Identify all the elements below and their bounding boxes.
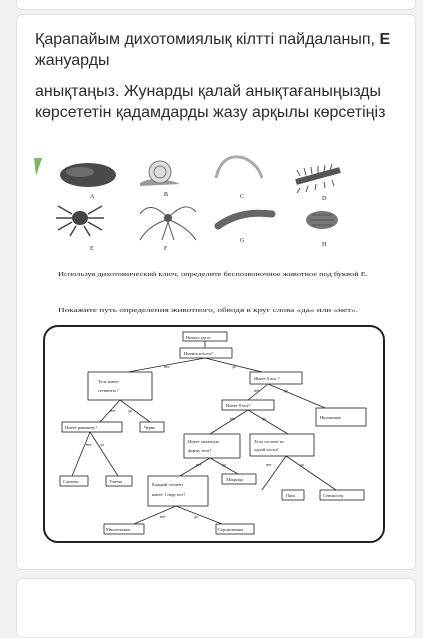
key-boxes bbox=[59, 331, 367, 535]
svg-text:нет: нет bbox=[196, 462, 202, 467]
node-one-part-2: одной части? bbox=[254, 447, 279, 452]
label-d: D bbox=[322, 196, 327, 202]
question-line-1: Қарапайым дихотомиялық кілтті пайдаланып… bbox=[35, 31, 391, 69]
animal-spider-illustration bbox=[56, 205, 104, 237]
key-frame bbox=[43, 325, 385, 543]
svg-text:да: да bbox=[262, 416, 266, 421]
leaf-harvestman: Сенокосец bbox=[323, 493, 344, 498]
question-line-2: анықтаңыз. Жунарды қалай анықтағаныңызды… bbox=[35, 83, 386, 121]
label-h: H bbox=[322, 242, 327, 248]
instruction-1: Используя дихотомический ключ, определит… bbox=[58, 271, 369, 278]
svg-text:да: да bbox=[300, 462, 304, 467]
svg-text:нет: нет bbox=[160, 514, 166, 519]
label-a: A bbox=[90, 194, 95, 200]
key-connectors bbox=[71, 341, 337, 525]
animal-centipede-illustration bbox=[295, 163, 341, 194]
animal-snail-illustration bbox=[140, 160, 180, 186]
svg-text:да: да bbox=[284, 388, 288, 393]
label-g: G bbox=[240, 238, 245, 244]
svg-text:нет: нет bbox=[86, 442, 92, 447]
node-pair-legs-2: имеет 1 пару ног? bbox=[152, 492, 185, 497]
animal-harvestman-illustration bbox=[139, 206, 197, 241]
leaf-millipede: Многоножка bbox=[106, 527, 130, 532]
label-b: B bbox=[164, 192, 168, 198]
svg-text:да: да bbox=[128, 408, 132, 413]
svg-text:нет: нет bbox=[110, 408, 116, 413]
green-marker bbox=[34, 158, 42, 176]
node-segments-2: сегменты ? bbox=[98, 388, 119, 393]
key-labels: Начало здесь Имеются ноги? Тело имеет се… bbox=[63, 335, 344, 532]
node-one-part-1: Тело состоит из bbox=[254, 439, 284, 444]
leaf-centipede: Сороконожка bbox=[218, 527, 243, 532]
leaf-worm: Червь bbox=[144, 425, 155, 430]
leaf-insects: Насекомые bbox=[320, 415, 341, 420]
node-six-legs: Имеет 6 ног ? bbox=[254, 376, 280, 381]
animal-woodlouse-illustration bbox=[306, 211, 338, 229]
previous-card bbox=[16, 0, 416, 10]
instruction-2: Покажите путь определения животного, обв… bbox=[58, 307, 359, 314]
node-oval-1: Имеет овальную bbox=[188, 439, 220, 444]
svg-text:да: да bbox=[100, 442, 104, 447]
svg-text:нет: нет bbox=[230, 416, 236, 421]
label-c: C bbox=[240, 194, 244, 200]
animal-worm-illustration bbox=[214, 155, 264, 179]
node-oval-2: форму тела? bbox=[188, 448, 211, 453]
svg-text:да: да bbox=[194, 514, 198, 519]
animal-slug-illustration bbox=[60, 163, 116, 187]
leaf-spider: Паук bbox=[286, 493, 296, 498]
node-pair-legs-1: Каждый сегмент bbox=[152, 482, 183, 487]
leaf-slug: Слизень bbox=[63, 479, 79, 484]
node-eight-legs: Имеет 8 ног? bbox=[226, 403, 251, 408]
node-has-shell: Имеет раковину? bbox=[65, 425, 97, 430]
label-f: F bbox=[164, 246, 168, 252]
svg-text:да: да bbox=[232, 364, 236, 369]
node-segments-1: Тело имеет bbox=[98, 379, 119, 384]
svg-text:да: да bbox=[222, 462, 226, 467]
svg-text:нет: нет bbox=[266, 462, 272, 467]
worksheet-image: A B C D E F G H Используя дихотомический… bbox=[34, 155, 385, 543]
svg-text:нет: нет bbox=[164, 364, 170, 369]
leaf-woodlouse: Мокрица bbox=[226, 477, 243, 482]
svg-text:нет: нет bbox=[254, 388, 260, 393]
yes-no-labels: нет да нет да нет да нет да нет да нет д… bbox=[86, 364, 304, 519]
next-card bbox=[16, 578, 416, 638]
node-start: Начало здесь bbox=[186, 335, 211, 340]
label-e: E bbox=[90, 246, 94, 252]
question-text: Қарапайым дихотомиялық кілтті пайдаланып… bbox=[35, 29, 405, 123]
animal-millipede-illustration bbox=[214, 209, 276, 230]
node-has-legs: Имеются ноги? bbox=[184, 351, 213, 356]
leaf-snail: Улитка bbox=[109, 479, 122, 484]
